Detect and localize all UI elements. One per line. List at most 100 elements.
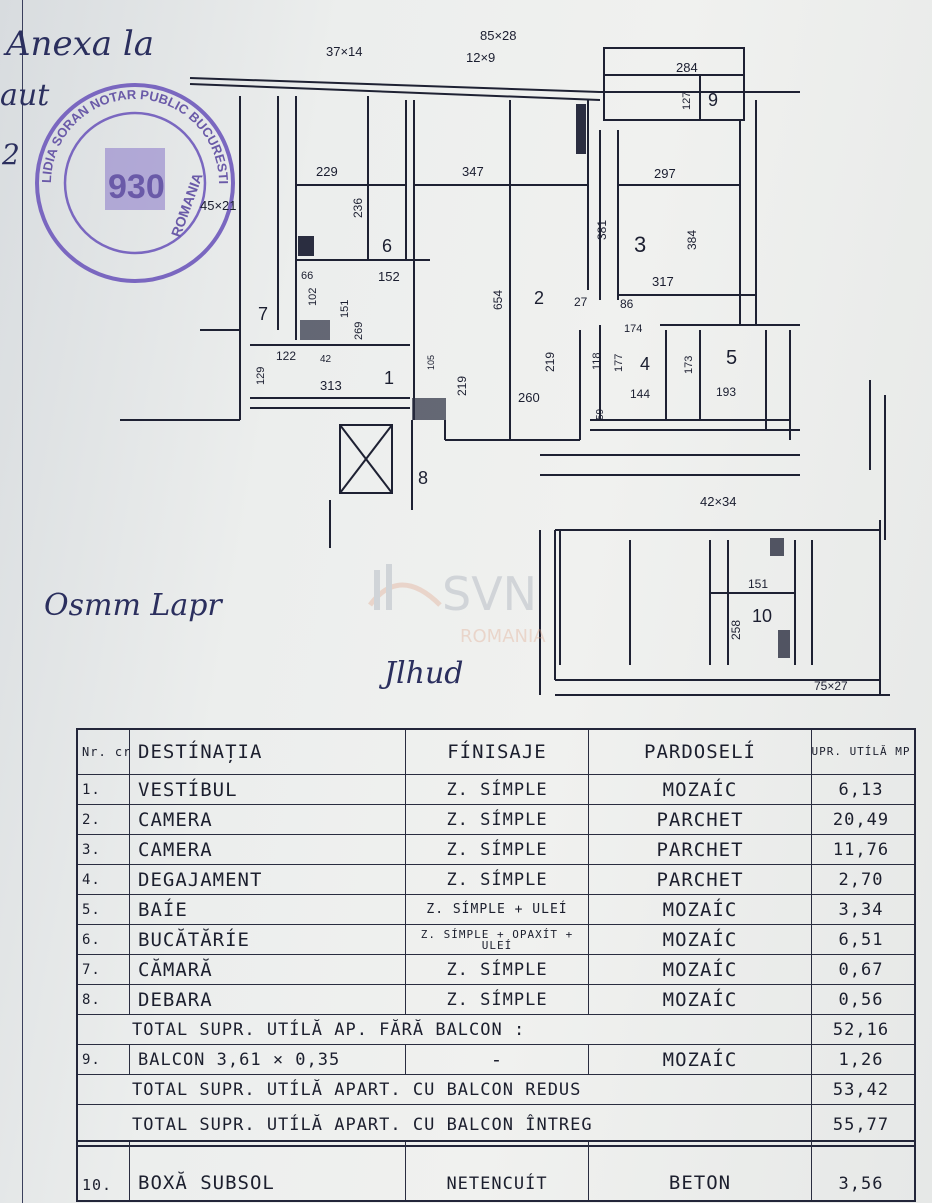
basement-storage-table: 10. BOXĂ SUBSOL NETENCUÍT BETON 3,56 [76, 1140, 916, 1202]
row-finisaje: Z. SÍMPLE + OPAXÍT + ULEÍ [406, 925, 589, 954]
row-finisaje: Z. SÍMPLE [406, 985, 589, 1014]
total-without-balcony-label: TOTAL SUPR. UTÍLĂ AP. FĂRĂ BALCON : [78, 1015, 812, 1044]
row-destinatia: DEGAJAMENT [130, 865, 406, 894]
row-finisaje: - [406, 1045, 589, 1074]
row-pardoseli: PARCHET [589, 865, 812, 894]
header-nr: Nr. crt. [78, 730, 130, 774]
row-nr: 5. [78, 895, 130, 924]
total-without-balcony-row: TOTAL SUPR. UTÍLĂ AP. FĂRĂ BALCON : 52,1… [78, 1015, 914, 1045]
dim-label: 151 [748, 577, 768, 591]
dim-label: 384 [685, 230, 699, 250]
row-suprafata: 3,56 [838, 1174, 884, 1194]
dim-label: 85×28 [480, 28, 517, 43]
total-reduced-balcony-value: 53,42 [832, 1079, 890, 1100]
row-destinatia: BOXĂ SUBSOL [130, 1142, 406, 1200]
row-nr: 1. [78, 775, 130, 804]
row-finisaje: Z. SÍMPLE [406, 805, 589, 834]
dim-label: 127 [681, 92, 693, 110]
table-row: 4. DEGAJAMENT Z. SÍMPLE PARCHET 2,70 [78, 865, 914, 895]
dim-label: 193 [716, 385, 736, 399]
row-pardoseli: PARCHET [589, 805, 812, 834]
row-destinatia: VESTÍBUL [130, 775, 406, 804]
handwritten-note-aut: aut [0, 78, 50, 113]
room-number-2: 2 [534, 288, 544, 308]
row-finisaje: Z. SÍMPLE [406, 775, 589, 804]
dim-label: 27 [574, 295, 588, 309]
watermark-logo: SVN ROMANIA [368, 564, 546, 647]
row-destinatia: CĂMARĂ [130, 955, 406, 984]
row-destinatia: BALCON 3,61 × 0,35 [130, 1045, 406, 1074]
stamp-center-number: 930 [108, 168, 165, 206]
row-pardoseli: MOZAÍC [589, 775, 812, 804]
header-destinatia: DESTÍNAȚIA [130, 730, 406, 774]
row-suprafata: 6,13 [838, 779, 884, 800]
row-destinatia: CAMERA [130, 805, 406, 834]
room-number-5: 5 [726, 347, 737, 369]
dim-label: 86 [620, 297, 634, 311]
dim-label: 122 [276, 349, 296, 363]
dim-label: 59 [595, 408, 606, 420]
dim-label: 381 [595, 220, 609, 240]
dim-label: 66 [301, 270, 313, 282]
margin-line [22, 0, 23, 1203]
total-reduced-balcony-label: TOTAL SUPR. UTÍLĂ APART. CU BALCON REDUS [78, 1075, 812, 1104]
handwritten-note-number: 2 [2, 138, 20, 171]
dim-label: 75×27 [814, 679, 848, 693]
row-pardoseli: BETON [589, 1142, 812, 1200]
row-nr: 3. [78, 835, 130, 864]
dim-label: 152 [378, 269, 400, 284]
dim-label: 42 [320, 354, 332, 365]
dim-label: 144 [630, 387, 650, 401]
dim-label: 37×14 [326, 44, 363, 59]
room-number-4: 4 [640, 354, 650, 374]
row-suprafata: 0,56 [838, 989, 884, 1010]
table-row: 6. BUCĂTĂRÍE Z. SÍMPLE + OPAXÍT + ULEÍ M… [78, 925, 914, 955]
row-finisaje: Z. SÍMPLE [406, 835, 589, 864]
row-pardoseli: MOZAÍC [589, 955, 812, 984]
dim-label: 173 [683, 356, 695, 374]
table-header-row: Nr. crt. DESTÍNAȚIA FÍNISAJE PARDOSELÍ S… [78, 730, 914, 775]
dim-label: 236 [351, 198, 365, 218]
row-nr: 10. [78, 1142, 130, 1200]
row-suprafata: 20,49 [832, 809, 890, 830]
dim-label: 258 [729, 620, 743, 640]
row-finisaje: Z. SÍMPLE [406, 865, 589, 894]
total-full-balcony-row: TOTAL SUPR. UTÍLĂ APART. CU BALCON ÎNTRE… [78, 1105, 914, 1145]
room-number-8: 8 [418, 468, 428, 488]
row-pardoseli: MOZAÍC [589, 925, 812, 954]
room-number-10: 10 [752, 606, 772, 626]
dim-label: 102 [307, 288, 319, 306]
table-row: 3. CAMERA Z. SÍMPLE PARCHET 11,76 [78, 835, 914, 865]
row-destinatia: BUCĂTĂRÍE [130, 925, 406, 954]
row-nr: 9. [78, 1045, 130, 1074]
total-full-balcony-label: TOTAL SUPR. UTÍLĂ APART. CU BALCON ÎNTRE… [78, 1105, 812, 1145]
header-finisaje: FÍNISAJE [406, 730, 589, 774]
watermark-country: ROMANIA [460, 626, 546, 647]
notary-stamp: LIDIA SORAN NOTAR PUBLIC BUCURESTI 930 R… [35, 83, 235, 283]
dim-label: 118 [591, 352, 603, 370]
row-finisaje: NETENCUÍT [406, 1142, 589, 1200]
table-row: 1. VESTÍBUL Z. SÍMPLE MOZAÍC 6,13 [78, 775, 914, 805]
row-pardoseli: MOZAÍC [589, 895, 812, 924]
dim-label: 151 [339, 300, 351, 318]
row-finisaje: Z. SÍMPLE [406, 955, 589, 984]
row-nr: 2. [78, 805, 130, 834]
row-nr: 6. [78, 925, 130, 954]
row-suprafata: 6,51 [838, 929, 884, 950]
dim-label: 219 [455, 376, 469, 396]
row-destinatia: DEBARA [130, 985, 406, 1014]
dim-label: 42×34 [700, 494, 737, 509]
dim-label: 229 [316, 164, 338, 179]
signature-mark: Jlhud [384, 656, 464, 691]
dim-label: 260 [518, 390, 540, 405]
dim-label: 105 [426, 355, 436, 370]
room-number-9: 9 [708, 90, 718, 110]
header-pardoseli: PARDOSELÍ [589, 730, 812, 774]
watermark-brand: SVN [442, 567, 537, 621]
floor-plan: 37×14 85×28 12×9 284 127 229 347 297 236… [120, 28, 890, 696]
row-suprafata: 3,34 [838, 899, 884, 920]
handwritten-note-anexa: Anexa la [6, 24, 154, 64]
balcony-row: 9. BALCON 3,61 × 0,35 - MOZAÍC 1,26 [78, 1045, 914, 1075]
total-reduced-balcony-row: TOTAL SUPR. UTÍLĂ APART. CU BALCON REDUS… [78, 1075, 914, 1105]
header-suprafata: SUPR. UTÍLĂ MP. [812, 745, 910, 758]
